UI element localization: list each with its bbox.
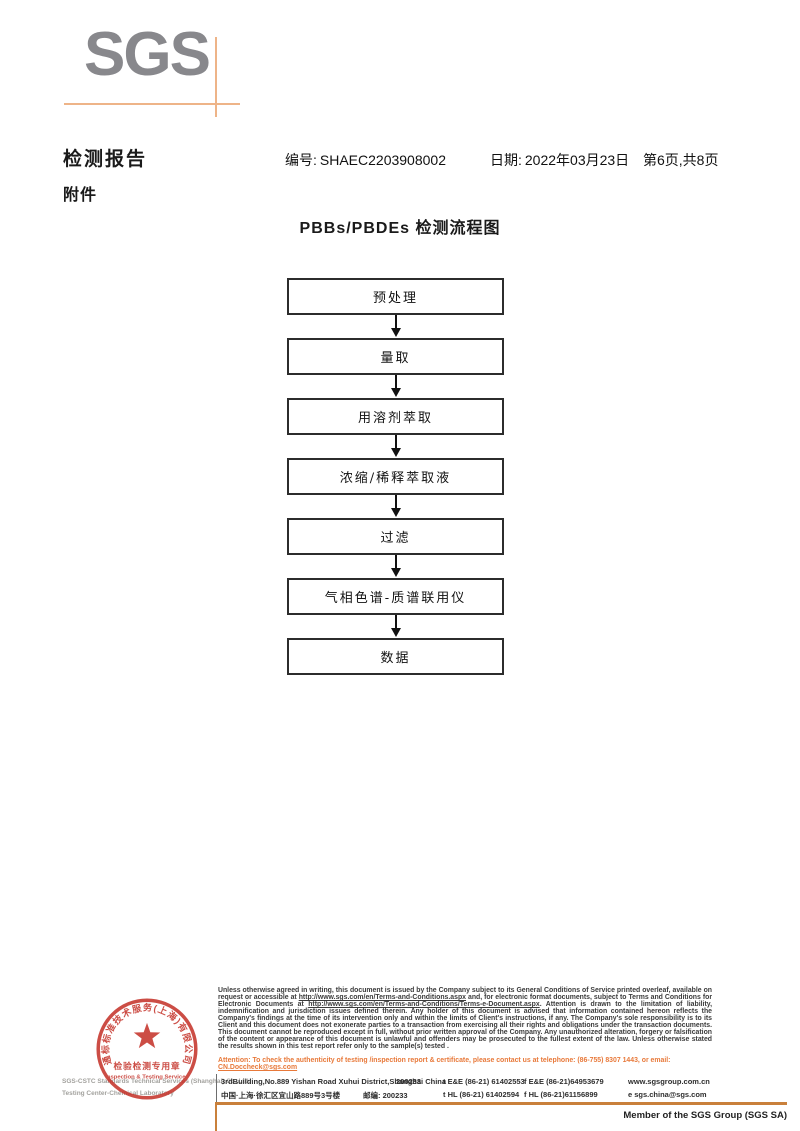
stamp-star-icon [133, 1022, 161, 1049]
address-en: 3rdBuilding,No.889 Yishan Road Xuhui Dis… [221, 1077, 447, 1086]
attention-text: Attention: To check the authenticity of … [218, 1057, 671, 1064]
postcode-cn: 邮编: 200233 [363, 1091, 408, 1100]
report-date-label: 日期: [490, 152, 522, 168]
company-stamp: 通标标准技术服务(上海)有限公司 检验检测专用章 Inspection & Te… [96, 998, 198, 1100]
terms-url[interactable]: http://www.sgs.com/en/Terms-and-Conditio… [298, 994, 467, 1002]
flow-arrow-down-icon [390, 435, 401, 458]
company-name-en: SGS-CSTC Standards Technical Services (S… [62, 1078, 251, 1085]
legal-text: Unless otherwise agreed in writing, this… [218, 987, 712, 1050]
logo-horizontal-line [64, 103, 240, 105]
legal-seg1: Unless otherwise agreed in writing, this… [218, 987, 712, 1002]
flow-step-pretreatment: 预处理 [287, 278, 504, 315]
doccheck-email[interactable]: CN.Doccheck@sgs.com [218, 1064, 298, 1072]
legal-seg2: and, for electronic format documents, su… [218, 994, 713, 1009]
tel-hl: t HL (86-21) 61402594 [443, 1090, 520, 1099]
flow-step-concentrate-dilute: 浓缩/稀释萃取液 [287, 458, 504, 495]
legal-seg3: . Attention is drawn to the limitation o… [218, 1001, 712, 1051]
fax-ee: f E&E (86-21)64953679 [524, 1077, 604, 1086]
flowchart: 预处理 量取 用溶剂萃取 浓缩/稀释萃取液 过滤 气相色谱-质谱联用仪 数据 [287, 278, 504, 675]
stamp-line1: 检验检测专用章 [113, 1060, 180, 1071]
page-indicator: 第6页,共8页 [643, 152, 719, 168]
report-number: 编号:SHAEC2203908002 [285, 150, 446, 170]
flow-arrow-down-icon [390, 555, 401, 578]
footer-vertical-divider-orange [215, 1102, 217, 1131]
flow-arrow-down-icon [390, 615, 401, 638]
member-line: Member of the SGS Group (SGS SA) [623, 1110, 787, 1121]
flow-arrow-down-icon [390, 375, 401, 398]
footer-vertical-divider [216, 1074, 217, 1102]
report-title: 检测报告 [63, 149, 148, 170]
fax-hl: f HL (86-21)61156899 [524, 1090, 598, 1099]
address-cn: 中国·上海·徐汇区宜山路889号3号楼 [221, 1091, 341, 1100]
logo-vertical-line [215, 37, 217, 117]
flow-step-solvent-extraction: 用溶剂萃取 [287, 398, 504, 435]
flow-step-filter: 过滤 [287, 518, 504, 555]
attention-note: Attention: To check the authenticity of … [218, 1057, 712, 1071]
report-date: 日期:2022年03月23日 [490, 150, 629, 170]
stamp-line2: Inspection & Testing Services [105, 1075, 189, 1081]
lab-name-en: Testing Center-Chemical Laboratory [62, 1090, 174, 1097]
report-number-value: SHAEC2203908002 [319, 152, 446, 168]
postcode-en: 200233 [396, 1077, 422, 1086]
flow-step-data: 数据 [287, 638, 504, 675]
sgs-logo: SGS [84, 20, 211, 89]
flow-arrow-down-icon [390, 315, 401, 338]
flowchart-title: PBBs/PBDEs 检测流程图 [299, 220, 501, 237]
flow-step-gcms: 气相色谱-质谱联用仪 [287, 578, 504, 615]
website-link[interactable]: www.sgsgroup.com.cn [628, 1077, 710, 1086]
report-number-label: 编号: [285, 152, 317, 168]
stamp-circle [96, 998, 198, 1100]
e-document-url[interactable]: http://www.sgs.com/en/Terms-and-Conditio… [308, 1001, 540, 1009]
email-link[interactable]: e sgs.china@sgs.com [628, 1090, 707, 1099]
flow-step-measure: 量取 [287, 338, 504, 375]
report-date-value: 2022年03月23日 [524, 152, 630, 168]
footer-rule [216, 1102, 787, 1105]
flow-arrow-down-icon [390, 495, 401, 518]
attachment-label: 附件 [63, 187, 98, 204]
tel-ee: t E&E (86-21) 61402553 [443, 1077, 525, 1086]
